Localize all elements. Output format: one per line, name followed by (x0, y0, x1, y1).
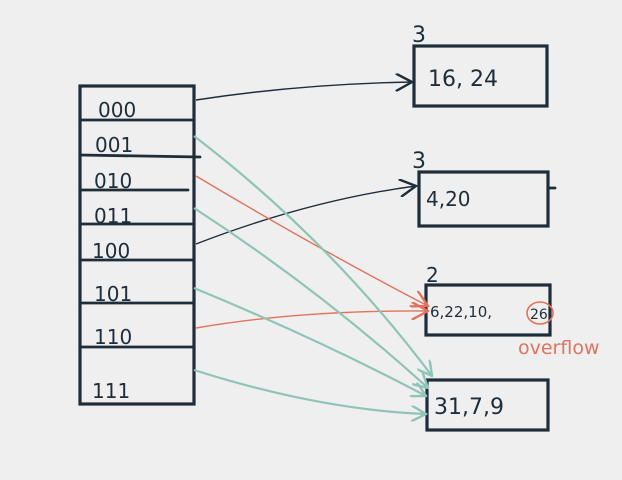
bucket-3-overflow-value: 26 (530, 307, 548, 323)
bucket-2: 3 4,20 (412, 149, 557, 228)
directory-entry-100: 100 (92, 239, 130, 263)
bucket-4-box (425, 378, 550, 432)
directory-entry-110: 110 (94, 325, 132, 349)
directory-pointers (193, 82, 432, 414)
directory-entry-000: 000 (98, 98, 136, 122)
bucket-2-contents: 4,20 (426, 187, 471, 211)
bucket-4-contents: 31,7,9 (434, 395, 504, 420)
bucket-1: 3 16, 24 (412, 23, 549, 108)
directory: 000 001 010 011 100 101 110 111 (78, 84, 202, 406)
overflow-circle (526, 301, 554, 325)
bucket-2-local-depth: 3 (412, 149, 426, 174)
bucket-1-contents: 16, 24 (428, 67, 498, 92)
overflow-note: overflow (518, 337, 600, 359)
bucket-3-contents: 6,22,10, (430, 303, 492, 321)
pointer-000-to-bucket-1 (195, 82, 412, 101)
pointer-001-to-bucket-4 (193, 135, 432, 376)
pointer-010-to-bucket-3 (195, 175, 428, 306)
bucket-3-local-depth: 2 (426, 263, 439, 287)
directory-separator (78, 153, 202, 159)
directory-entry-101: 101 (94, 282, 132, 306)
directory-entry-111: 111 (92, 379, 130, 403)
bucket-1-box (412, 44, 549, 108)
pointer-111-to-bucket-4 (193, 368, 426, 414)
pointer-011-to-bucket-4 (193, 207, 428, 388)
directory-entry-011: 011 (94, 204, 132, 228)
pointer-101-to-bucket-4 (193, 286, 426, 396)
directory-outline (78, 84, 196, 406)
bucket-2-box (417, 170, 550, 228)
bucket-4: 31,7,9 (425, 378, 550, 432)
pointer-100-to-bucket-2 (195, 186, 416, 245)
directory-entry-001: 001 (95, 133, 133, 157)
bucket-3: 2 6,22,10, 26 overflow (424, 263, 600, 359)
pointer-110-to-bucket-3 (195, 311, 428, 329)
directory-entry-010: 010 (94, 169, 132, 193)
bucket-1-local-depth: 3 (412, 23, 426, 48)
